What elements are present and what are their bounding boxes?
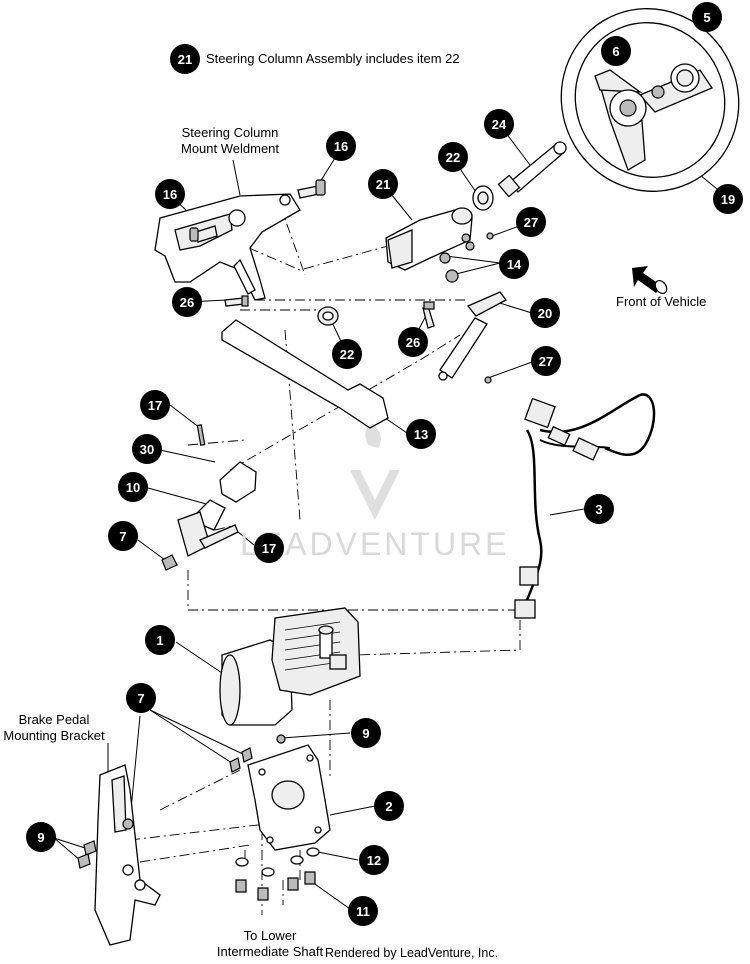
callout-24: 24 [484,109,514,139]
callout-6: 6 [601,36,631,66]
u-joint [161,424,257,571]
lower-shaft-label-line1: To Lower [243,928,297,943]
callout-17-upper: 17 [140,390,170,420]
callout-1: 1 [145,625,175,655]
callout-27-lower: 27 [531,346,561,376]
callout-2: 2 [374,791,404,821]
credit-text: Rendered by LeadVenture, Inc. [325,946,499,960]
eps-motor [219,607,361,726]
steering-column [385,207,475,271]
support-bracket [221,319,389,429]
callout-22-lower: 22 [332,339,362,369]
callout-5: 5 [692,2,722,32]
brake-bracket-label-line2: Mounting Bracket [3,728,105,743]
gas-strut [438,291,507,381]
watermark-logo [350,423,400,520]
callout-11: 11 [348,896,378,926]
mount-weldment [154,193,301,301]
callout-10: 10 [118,472,148,502]
callout-12: 12 [359,845,389,875]
brake-bracket-label: Brake Pedal Mounting Bracket [0,712,108,744]
front-of-vehicle-label: Front of Vehicle [616,294,707,309]
steering-mount-label-line2: Mount Weldment [180,141,280,156]
callout-27-upper: 27 [516,207,546,237]
callout-20: 20 [530,298,560,328]
callout-7-lower: 7 [126,683,156,713]
mounting-plate [229,734,331,851]
callout-13: 13 [406,419,436,449]
steering-mount-label: Steering Column Mount Weldment [160,125,300,157]
assembly-lines [129,204,526,915]
steering-mount-label-line1: Steering Column [181,125,279,140]
front-arrow-icon [632,266,668,295]
callout-22-upper: 22 [438,142,468,172]
legend-text: Steering Column Assembly includes item 2… [206,51,460,66]
bushing-lower [317,306,339,326]
lower-shaft-label-line2: Intermediate Shaft [216,944,324,959]
callout-3: 3 [584,494,614,524]
brake-bracket [77,764,161,946]
callout-14: 14 [499,249,529,279]
brake-bracket-label-line1: Brake Pedal [18,712,90,727]
steering-shaft [497,141,567,198]
callout-7-upper: 7 [108,521,138,551]
callout-26-left: 26 [172,287,202,317]
legend: 21 Steering Column Assembly includes ite… [170,44,460,74]
callout-21: 21 [368,169,398,199]
callout-16-left: 16 [155,179,185,209]
legend-callout: 21 [170,44,200,74]
bushing-upper [472,185,494,211]
callout-30: 30 [132,434,162,464]
bolts [189,179,494,384]
callout-17-lower: 17 [254,533,284,563]
callout-9-left: 9 [26,822,56,852]
lower-shaft-label: To Lower Intermediate Shaft [205,928,335,960]
hardware-fasteners [235,847,320,901]
callout-19: 19 [713,184,743,214]
callout-9-right: 9 [351,718,381,748]
wire-harness [514,393,656,619]
watermark-text: LEADVENTURE [240,526,510,562]
callout-16-right: 16 [326,131,356,161]
callout-26-right: 26 [398,327,428,357]
